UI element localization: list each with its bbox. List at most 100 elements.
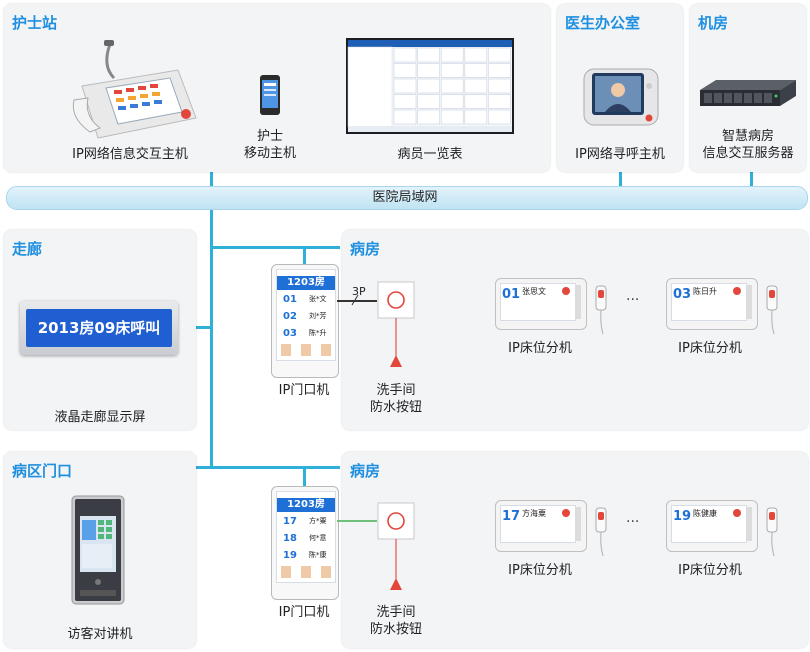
- ward2-door-unit: 1203房 17 方*粟 18 何*意 19 陈*康: [271, 486, 339, 600]
- ward1-door-label: IP门口机: [278, 383, 330, 398]
- ward2-bed-unit-1: 17 方海粟: [495, 500, 587, 552]
- ward2-door-bed-no-3: 19: [283, 550, 297, 561]
- ward1-door-bed-no-1: 01: [283, 294, 297, 305]
- ward2-bed-unit-2-label: IP床位分机: [678, 563, 742, 578]
- ward2-bed-unit-1-no: 17: [502, 509, 521, 524]
- overview-grid-cell: [488, 94, 511, 109]
- doctor-office-link: [619, 172, 622, 194]
- ward2-bed-unit-2-side: [747, 507, 752, 541]
- overview-grid-cell: [417, 47, 440, 63]
- overview-grid-cell: [440, 47, 464, 63]
- ward1-ellipsis: ···: [626, 292, 640, 308]
- nurse-mobile-label-2: 移动主机: [243, 146, 296, 161]
- ward1-door-bed-no-2: 02: [283, 311, 297, 322]
- patient-overview-screen: [346, 38, 514, 134]
- ward1-door-staff-row: [281, 344, 331, 356]
- ward2-branch: [210, 466, 340, 469]
- nurse-station-title: 护士站: [12, 14, 58, 32]
- overview-grid-cell: [464, 78, 488, 94]
- backbone-line: [210, 205, 213, 467]
- overview-grid-cell: [393, 47, 417, 63]
- ward2-door-bed-no-1: 17: [283, 516, 297, 527]
- overview-grid-cell: [440, 78, 464, 94]
- ward-gate-link: [196, 466, 212, 469]
- ward1-bed-unit-1-no: 01: [502, 287, 521, 302]
- ward1-bed-unit-1-status: [562, 287, 570, 295]
- overview-grid-cell: [393, 63, 417, 78]
- ward2-bed-unit-2-status: [733, 509, 741, 517]
- overview-grid-cell: [488, 78, 511, 94]
- overview-grid-cell: [440, 94, 464, 109]
- ward1-bed-unit-1-label: IP床位分机: [508, 341, 572, 356]
- ward1-bed-unit-1: 01 张思文: [495, 278, 587, 330]
- lan-bar: [6, 186, 808, 210]
- ward1-bed-unit-2-label: IP床位分机: [678, 341, 742, 356]
- machine-room-title: 机房: [698, 14, 729, 32]
- nurse-mobile-label-1: 护士: [256, 129, 283, 144]
- ward2-door-room: 1203房: [277, 498, 335, 512]
- server-device: [700, 80, 796, 106]
- ward2-bed-unit-1-label: IP床位分机: [508, 563, 572, 578]
- ward1-bed-unit-2-status: [733, 287, 741, 295]
- overview-grid-cell: [464, 109, 488, 125]
- ward1-bed-unit-2-no: 03: [673, 287, 692, 302]
- nurse-mobile-device: [260, 75, 280, 115]
- ward2-bed-unit-2-name: 陈健康: [693, 509, 717, 518]
- doctor-office-title: 医生办公室: [565, 14, 641, 32]
- ward1-door-bed-no-3: 03: [283, 328, 297, 339]
- ward2-button-label-1: 洗手间: [376, 605, 416, 620]
- ward2-waterproof-button: [377, 502, 415, 590]
- ward1-cable-label: 3P: [352, 285, 366, 298]
- corridor-display: 2013房09床呼叫: [20, 301, 178, 355]
- visitor-intercom-device: [71, 495, 125, 605]
- nurse-station-link: [210, 172, 213, 194]
- ward1-button-label-2: 防水按钮: [369, 400, 422, 415]
- ward1-bed-unit-1-side: [576, 285, 581, 319]
- ward1-bed-unit-2: 03 陈日升: [666, 278, 758, 330]
- ward1-door-room: 1203房: [277, 276, 335, 290]
- ward1-door-bed-name-1: 张*文: [309, 295, 327, 303]
- ward1-door-bed-name-2: 刘*芳: [309, 312, 327, 320]
- overview-grid-cell: [464, 47, 488, 63]
- ward1-cable: [337, 300, 377, 302]
- ward2-door-label: IP门口机: [278, 605, 330, 620]
- ward2-call-handle-1: [595, 507, 607, 557]
- ward1-cable-slash: [351, 294, 359, 306]
- ward1-button-label-1: 洗手间: [376, 383, 416, 398]
- server-label-1: 智慧病房: [721, 129, 774, 144]
- ward-gate-title: 病区门口: [12, 462, 73, 480]
- corridor-display-label: 液晶走廊显示屏: [54, 410, 146, 425]
- overview-grid-cell: [417, 78, 440, 94]
- ip-info-host-label: IP网络信息交互主机: [72, 147, 188, 162]
- machine-room-link: [750, 172, 753, 194]
- ward1-panel: 病房: [342, 230, 808, 430]
- ward1-door-unit: 1203房 01 张*文 02 刘*芳 03 陈*升: [271, 264, 339, 378]
- overview-grid-cell: [488, 109, 511, 125]
- ip-paging-host-device: [583, 68, 659, 126]
- ward2-title: 病房: [350, 462, 381, 480]
- corridor-display-text: 2013房09床呼叫: [37, 319, 161, 337]
- patient-overview-label: 病员一览表: [397, 147, 463, 162]
- ward2-door-staff-row: [281, 566, 331, 578]
- overview-grid-cell: [393, 78, 417, 94]
- corridor-title: 走廊: [12, 240, 43, 258]
- ward1-call-handle-1: [595, 285, 607, 335]
- ward1-bed-unit-1-name: 张思文: [522, 287, 546, 296]
- ward2-bed-unit-2-no: 19: [673, 509, 692, 524]
- ward2-bed-unit-1-name: 方海粟: [522, 509, 546, 518]
- ward2-door-bed-no-2: 18: [283, 533, 297, 544]
- overview-grid-cell: [417, 94, 440, 109]
- ward2-bed-unit-2: 19 陈健康: [666, 500, 758, 552]
- overview-grid-cell: [417, 109, 440, 125]
- ward2-cable: [337, 520, 377, 522]
- overview-grid-cell: [488, 63, 511, 78]
- ward2-button-label-2: 防水按钮: [369, 622, 422, 637]
- ward2-door-bed-name-2: 何*意: [309, 534, 327, 542]
- ward2-ellipsis: ···: [626, 514, 640, 530]
- ward2-bed-unit-1-side: [576, 507, 581, 541]
- visitor-intercom-label: 访客对讲机: [67, 627, 133, 642]
- overview-grid-cell: [440, 109, 464, 125]
- ward2-call-handle-2: [766, 507, 778, 557]
- ward1-bed-unit-2-side: [747, 285, 752, 319]
- ward2-bed-unit-1-status: [562, 509, 570, 517]
